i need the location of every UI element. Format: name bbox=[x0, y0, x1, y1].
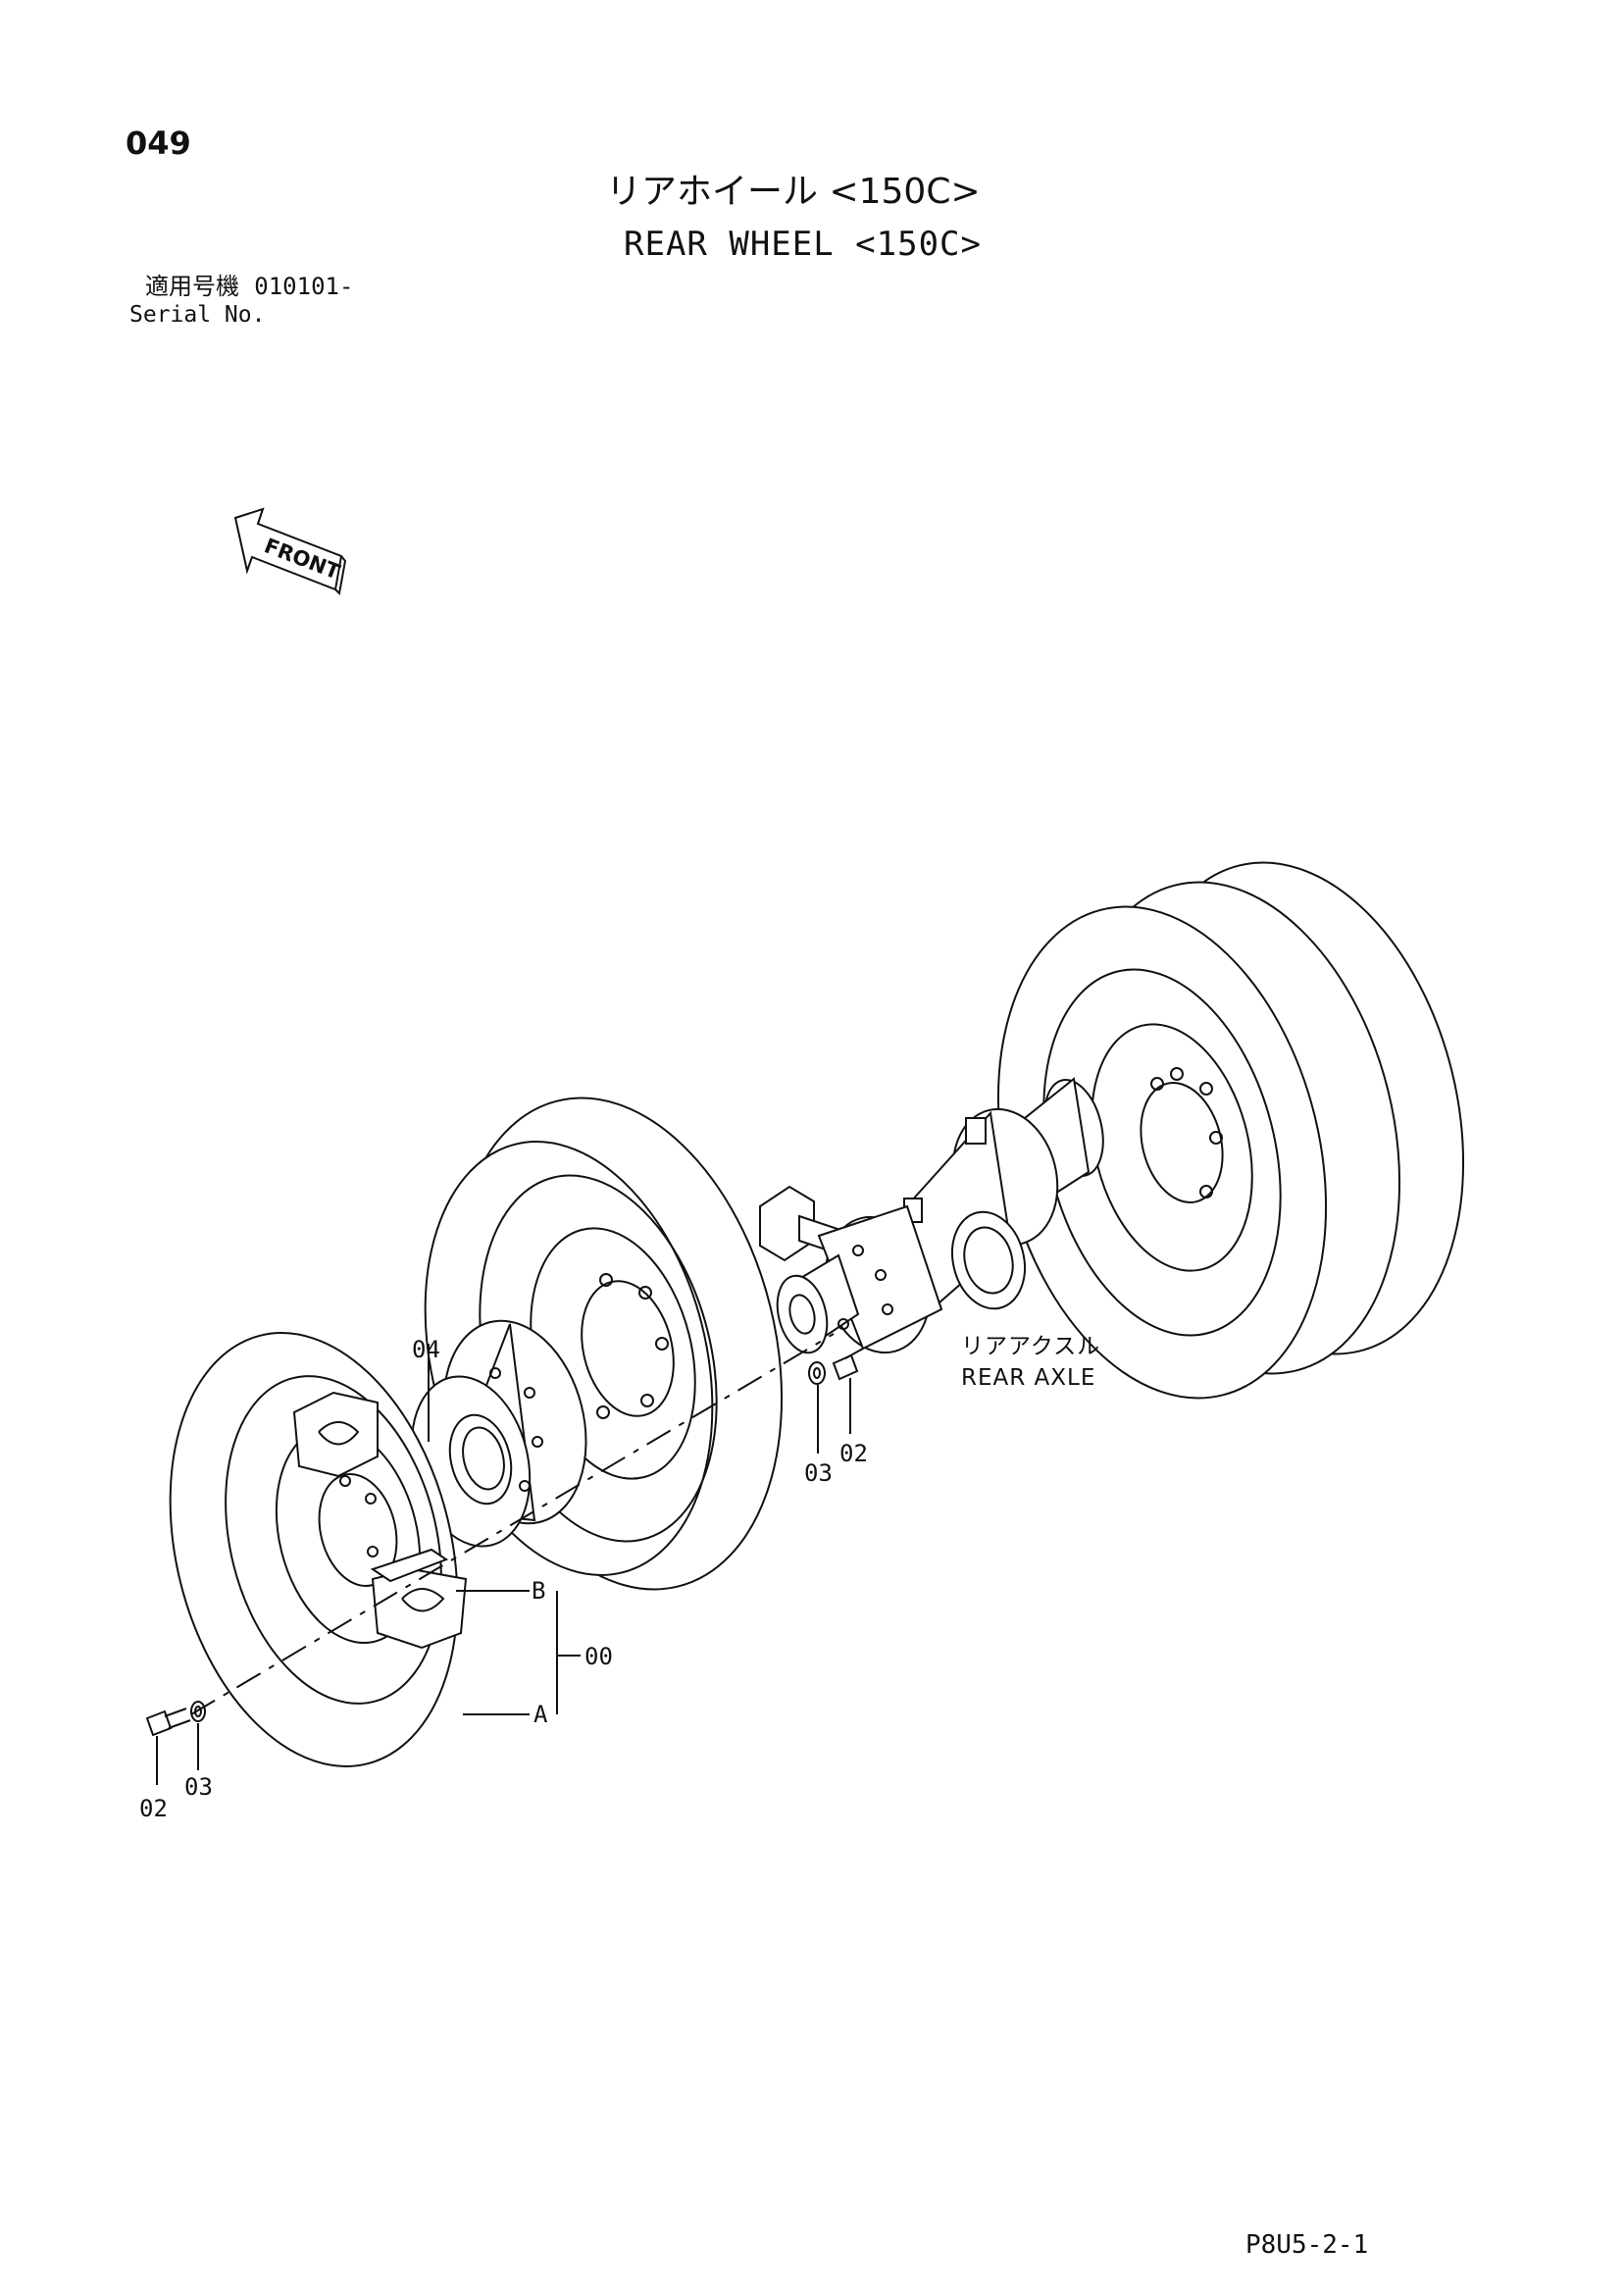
callout-hub-04: 04 bbox=[412, 1336, 440, 1363]
callout-bracket bbox=[456, 1590, 581, 1715]
page-number: 049 bbox=[126, 125, 191, 162]
serial-value: 010101- bbox=[254, 273, 354, 300]
callout-washer-03: 03 bbox=[184, 1773, 213, 1801]
callout-balance-weight-b: B bbox=[532, 1577, 545, 1605]
front-arrow-icon: FRONT bbox=[233, 507, 347, 596]
callout-balance-weight-a: A bbox=[533, 1701, 548, 1728]
wheel-washer bbox=[190, 1701, 206, 1770]
rear-axle bbox=[759, 1077, 1104, 1354]
rear-axle-label-jp: リアアクスル bbox=[961, 1334, 1100, 1359]
ballast-tire-cutaway bbox=[169, 1332, 468, 1767]
callout-bolt-02-axle: 02 bbox=[839, 1440, 868, 1467]
serial-label-jp-text: 適用号機 bbox=[145, 273, 239, 300]
page-title-jp: リアホイール <150C> bbox=[606, 172, 981, 212]
wheel-bolt bbox=[145, 1708, 191, 1785]
doc-code: P8U5-2-1 bbox=[1245, 2230, 1369, 2260]
callout-assembly-00: 00 bbox=[584, 1643, 613, 1670]
rear-axle-label-en: REAR AXLE bbox=[961, 1365, 1095, 1391]
callout-bolt-02: 02 bbox=[139, 1795, 168, 1822]
callout-washer-03-axle: 03 bbox=[804, 1459, 833, 1487]
serial-label-en: Serial No. bbox=[129, 302, 266, 328]
hub-flange bbox=[410, 1319, 587, 1548]
axle-side-fasteners bbox=[808, 1348, 864, 1454]
rear-dual-wheel bbox=[996, 861, 1465, 1400]
page-title-en: REAR WHEEL <150C> bbox=[624, 225, 982, 264]
serial-label-jp: 適用号機 010101- bbox=[145, 275, 353, 298]
